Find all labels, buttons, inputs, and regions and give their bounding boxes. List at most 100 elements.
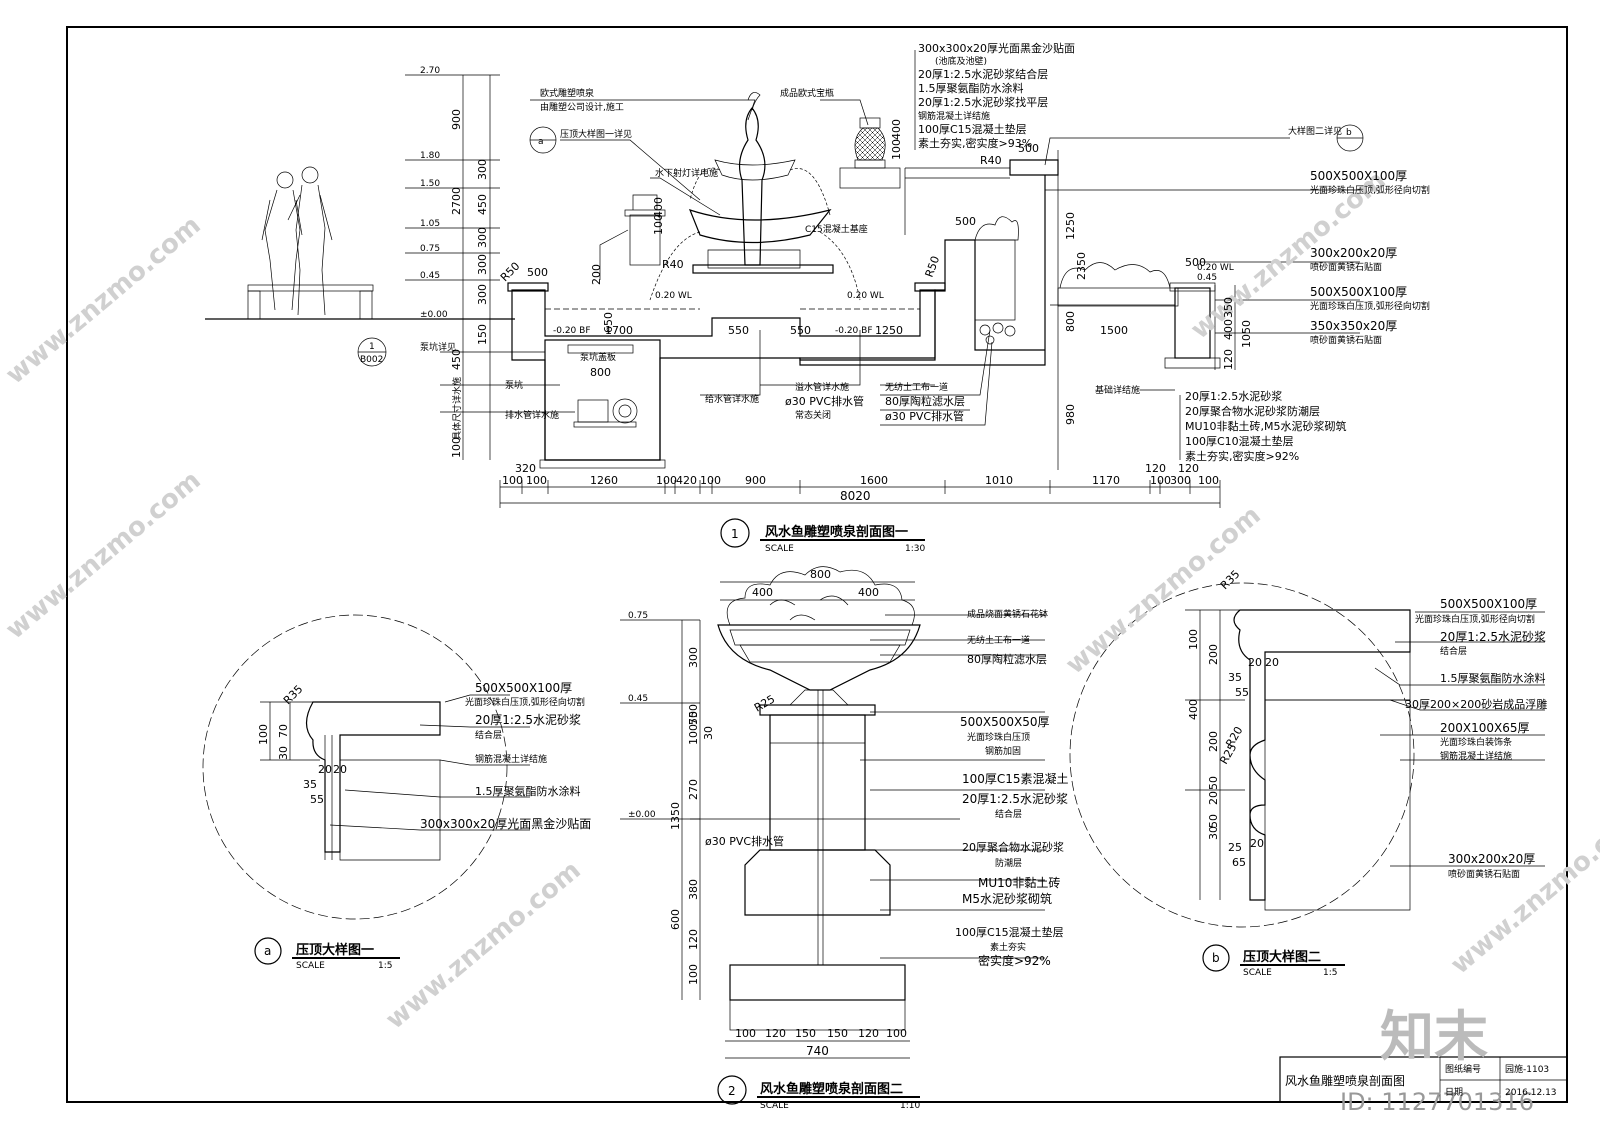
detail-a-drawing xyxy=(202,614,530,965)
watermark-text: www.znzmo.com xyxy=(0,465,206,645)
dim-text: 120 xyxy=(1222,349,1235,370)
dim-text: 300 xyxy=(687,647,700,668)
dim-text: 400 xyxy=(858,586,879,599)
callout-text: 1.5厚聚氨酯防水涂料 xyxy=(918,81,1024,95)
callout-text: 素土夯实 xyxy=(990,941,1026,953)
elevation-label: ±0.00 xyxy=(628,810,656,820)
section-1-title: 1 风水鱼雕塑喷泉剖面图一 SCALE 1:30 xyxy=(731,524,925,554)
ref-circle-number: 1 xyxy=(369,342,375,352)
title-block-text: 风水鱼雕塑喷泉剖面图 图纸编号 园施-1103 日期 2016.12.13 xyxy=(1285,1063,1557,1098)
dim-text: 100 xyxy=(1150,474,1171,487)
annotation-text: 水下射灯详电施 xyxy=(655,167,718,179)
dim-text: 150 xyxy=(476,324,489,345)
callout-text: 光面珍珠白压顶,弧形径向切割 xyxy=(1310,184,1430,196)
callout-text: 钢筋加固 xyxy=(985,745,1021,757)
sheet-border xyxy=(66,26,1568,1103)
dim-text: 450 xyxy=(476,194,489,215)
dim-text: 650 xyxy=(602,312,615,333)
detail-tag: b xyxy=(1212,951,1220,965)
vase-icon xyxy=(854,117,886,169)
callout-text: 300x300x20厚光面黑金沙贴面 xyxy=(420,816,591,831)
callout-text: 100厚C15素混凝土 xyxy=(962,771,1069,786)
scale-value: 1:5 xyxy=(1323,968,1337,978)
callout-text: 80厚陶粒滤水层 xyxy=(967,652,1047,666)
callout-text: 喷砂面黄锈石贴面 xyxy=(1310,261,1382,273)
elevation-label: 0.75 xyxy=(628,611,648,621)
watermark-text: www.znzmo.com xyxy=(1445,800,1600,980)
annotation-text: 欧式雕塑喷泉 xyxy=(540,87,594,99)
elevation-label: 0.45 xyxy=(1197,273,1217,283)
dim-text: 25 xyxy=(1228,841,1242,854)
annotation-text: ø30 PVC排水管 xyxy=(885,409,964,423)
scale-label: SCALE xyxy=(760,1101,789,1111)
annotation-text: ø30 PVC排水管 xyxy=(785,394,864,408)
elevation-label: 2.70 xyxy=(420,66,440,76)
dim-text: 1260 xyxy=(590,474,618,487)
dim-text: 1050 xyxy=(1240,320,1253,348)
dim-text: 100 xyxy=(526,474,547,487)
dim-text: 55 xyxy=(1235,686,1249,699)
section-1-water-levels: 0.20 WL -0.20 BF 0.20 WL -0.20 BF 0.20 W… xyxy=(553,263,1234,336)
detail-b-drawing xyxy=(1069,582,1545,972)
callout-text: 结合层 xyxy=(1440,645,1467,657)
watermark-logo: 知末 xyxy=(1380,1005,1488,1068)
callout-text: 基础详结施 xyxy=(1095,384,1140,396)
annotation-text: 泵坑详见 xyxy=(420,341,456,353)
water-level-label: -0.20 BF xyxy=(835,326,873,336)
callout-text: 成品烧面黄锈石花钵 xyxy=(967,608,1048,620)
callout-text: 20厚1:2.5水泥砂浆结合层 xyxy=(918,67,1048,81)
dim-text: 800 xyxy=(1064,311,1077,332)
dim-text: 35 xyxy=(303,778,317,791)
dim-text: 400 xyxy=(890,119,903,140)
elevation-label: ±0.00 xyxy=(420,310,448,320)
dim-text: 2700 xyxy=(450,187,463,215)
dim-text: 900 xyxy=(745,474,766,487)
detail-title: 压顶大样图二 xyxy=(1243,949,1321,965)
section-2-drawing xyxy=(620,566,1045,1105)
dim-text: R35 xyxy=(1218,568,1242,592)
dim-text: 120 xyxy=(1178,462,1199,475)
callout-text: 钢筋混凝土详结施 xyxy=(475,753,547,765)
pump-icon xyxy=(573,398,638,428)
section-title: 风水鱼雕塑喷泉剖面图二 xyxy=(760,1081,903,1097)
dim-text: 450 xyxy=(450,349,463,370)
dim-text: 400 xyxy=(1187,699,1200,720)
callout-text: 300x300x20厚光面黑金沙贴面 xyxy=(918,41,1075,55)
dim-text: 600 xyxy=(669,909,682,930)
dim-text: 55 xyxy=(310,793,324,806)
callout-text: 500X500X50厚 xyxy=(960,715,1050,729)
callout-text: 300x200x20厚 xyxy=(1448,852,1535,866)
dim-text: 380 xyxy=(687,879,700,900)
callout-text: 喷砂面黄锈石贴面 xyxy=(1448,868,1520,880)
dim-text: 1010 xyxy=(985,474,1013,487)
section-1-inner-dims: 500 1700 550 550 1250 1500 800 650 500 5… xyxy=(498,119,1253,425)
dim-text: R35 xyxy=(281,683,305,707)
callout-text: 20厚聚合物水泥砂浆 xyxy=(962,840,1064,854)
scale-label: SCALE xyxy=(1243,968,1272,978)
ref-circle-a-letter: a xyxy=(538,137,544,147)
callout-text: 光面珍珠白压顶 xyxy=(967,731,1030,743)
annotation-text: 压顶大样图一详见 xyxy=(560,128,632,140)
detail-b-text: 400 200 200 100 50 20 50 30 R35 R20 R25 … xyxy=(1187,568,1547,978)
dim-text: 30 xyxy=(1207,826,1220,840)
dim-text: R40 xyxy=(662,258,684,271)
section-title: 风水鱼雕塑喷泉剖面图一 xyxy=(765,524,908,540)
callout-text: 350x350x20厚 xyxy=(1310,319,1397,333)
annotation-text: C15混凝土基座 xyxy=(805,223,868,235)
callout-text: 光面珍珠白压顶,弧形径向切割 xyxy=(465,696,585,708)
dim-text: 100 xyxy=(257,724,270,745)
dim-text: 300 xyxy=(476,159,489,180)
scale-label: SCALE xyxy=(765,544,794,554)
dim-text: 200 xyxy=(1207,644,1220,665)
scale-value: 1:30 xyxy=(905,544,925,554)
dim-text: 1700 xyxy=(605,324,633,337)
dim-text: 270 xyxy=(687,779,700,800)
annotation-text: 80厚陶粒滤水层 xyxy=(885,394,965,408)
dim-text: 100 xyxy=(687,724,700,745)
dim-text: 150 xyxy=(795,1027,816,1040)
detail-tag: a xyxy=(264,944,271,958)
dim-text: 2350 xyxy=(1075,252,1088,280)
callout-text: 无纺土工布一道 xyxy=(967,634,1030,646)
dim-text: 1600 xyxy=(860,474,888,487)
dim-text: 50 xyxy=(687,711,700,725)
